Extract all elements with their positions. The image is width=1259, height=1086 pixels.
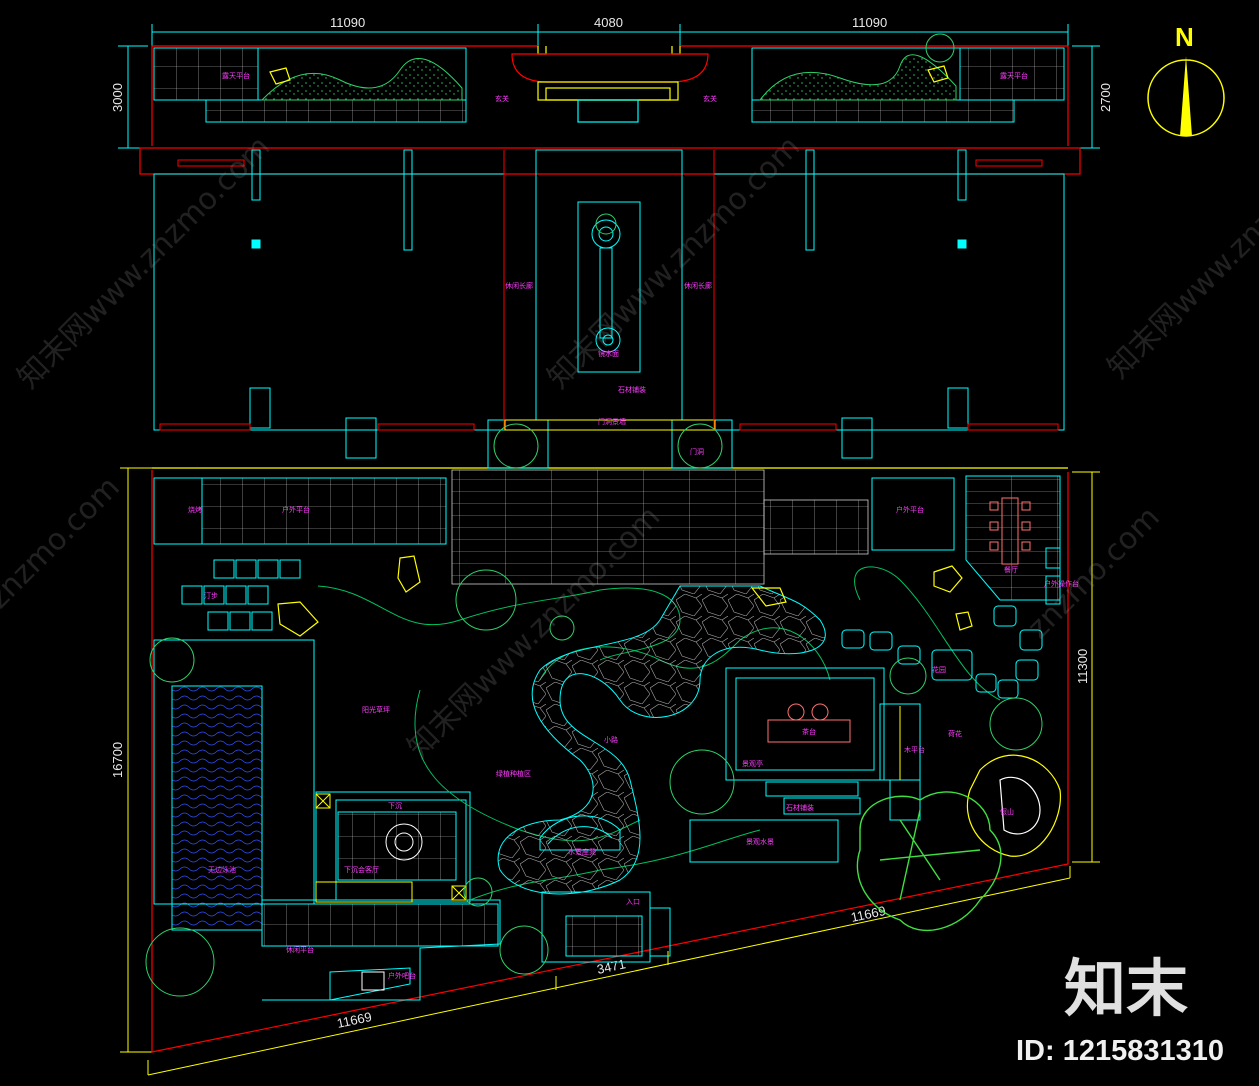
mirror-pool <box>591 213 621 353</box>
watermark-4: znzmo.com <box>0 470 127 616</box>
label-entrance: 入口 <box>626 898 640 906</box>
label-outdoor-left: 户外平台 <box>282 505 310 514</box>
dim-bottom-left: 11669 <box>336 1009 374 1031</box>
deck-center <box>451 469 869 585</box>
brand-logo: 知末 <box>1064 952 1188 1025</box>
label-bbq: 烧烤 <box>188 505 202 514</box>
label-stepping: 汀步 <box>204 592 218 600</box>
label-mirror-pool: 镜水面 <box>598 349 619 358</box>
label-outdoor-bar: 户外吧台 <box>388 971 416 980</box>
label-waterscape: 景观水景 <box>746 837 774 846</box>
dim-top-left: 11090 <box>330 15 365 30</box>
label-corridor-left: 休闲长廊 <box>505 281 533 290</box>
label-lotus: 荷花 <box>948 729 962 738</box>
outdoor-bar <box>329 967 411 1001</box>
label-gate-left: 门洞景墙 <box>598 417 626 426</box>
rockery <box>966 754 1062 857</box>
label-sunken: 下沉 <box>388 802 402 810</box>
dim-top-mid: 4080 <box>594 15 623 30</box>
label-corridor-right: 休闲长廊 <box>684 281 712 290</box>
terrace-right <box>871 475 1061 605</box>
sunken-lounge <box>315 791 471 903</box>
rocks <box>269 65 973 637</box>
label-tl-platform: 露天平台 <box>222 71 250 80</box>
north-arrow: N <box>1147 22 1225 137</box>
site-boundary <box>139 45 1081 1053</box>
dim-bottom-mid: 3471 <box>596 956 627 977</box>
label-pool: 无边泳池 <box>208 865 236 874</box>
label-tr-platform: 露天平台 <box>1000 71 1028 80</box>
watermark-2: 知末网www.znzmo.com <box>541 129 807 395</box>
stepping-stones <box>181 559 301 631</box>
terrace-left <box>153 477 447 545</box>
label-tea-pavilion: 景观亭 <box>742 759 763 768</box>
big-tree-cluster <box>856 791 1002 932</box>
dim-left-main: 16700 <box>110 742 125 778</box>
label-water-seat: 水景座凳 <box>568 847 596 856</box>
dim-bottom-right: 11669 <box>850 903 888 925</box>
right-stones <box>841 605 1043 699</box>
label-stone-paving: 石材铺装 <box>618 385 646 394</box>
label-rockery: 假山 <box>1000 807 1014 816</box>
tea-pavilion <box>689 667 921 863</box>
area-labels: 露天平台 露天平台 玄关 玄关 休闲长廊 休闲长廊 镜水面 石材铺装 门洞景墙 … <box>188 71 1079 980</box>
dim-left-upper: 3000 <box>110 83 125 112</box>
dim-top-right: 11090 <box>852 15 887 30</box>
north-arrow-icon <box>1180 56 1192 136</box>
label-sunken-lounge: 下沉会客厅 <box>344 865 379 874</box>
north-label: N <box>1175 22 1194 52</box>
label-plant-area: 绿植种植区 <box>496 769 531 778</box>
label-gate-right: 门洞 <box>690 447 704 456</box>
label-wood-platform: 木平台 <box>904 745 925 754</box>
trees <box>145 33 1043 997</box>
label-rest-platform: 休闲平台 <box>286 945 314 954</box>
label-outdoor-right: 户外平台 <box>896 505 924 514</box>
label-lawn: 阳光草坪 <box>362 705 390 714</box>
dining-table <box>989 497 1031 565</box>
water-seat <box>539 815 621 851</box>
label-outdoor-kitchen: 户外操作台 <box>1044 579 1079 588</box>
label-garden: 花园 <box>932 665 946 674</box>
dimension-lines-yellow <box>120 467 1100 1076</box>
cobble-path <box>497 585 826 895</box>
entrance-steps <box>541 891 671 963</box>
building-windows <box>159 150 1059 431</box>
dim-right-main: 11300 <box>1075 649 1090 684</box>
label-hall-right: 玄关 <box>703 94 717 103</box>
top-strip <box>153 47 1065 123</box>
pool <box>153 639 501 1001</box>
watermark-3: 知末网www.znzmo.com <box>1101 119 1259 385</box>
label-dining: 餐厅 <box>1004 565 1018 574</box>
dim-right-upper: 2700 <box>1098 83 1113 112</box>
label-hall-left: 玄关 <box>495 94 509 103</box>
label-tea: 茶台 <box>802 727 816 736</box>
label-stone-paving-2: 石材铺装 <box>786 803 814 812</box>
top-entrance <box>511 46 709 123</box>
id-text: ID: 1215831310 <box>1016 1035 1224 1067</box>
watermark-1: 知末网www.znzmo.com <box>11 129 277 395</box>
label-path: 小路 <box>604 735 618 744</box>
